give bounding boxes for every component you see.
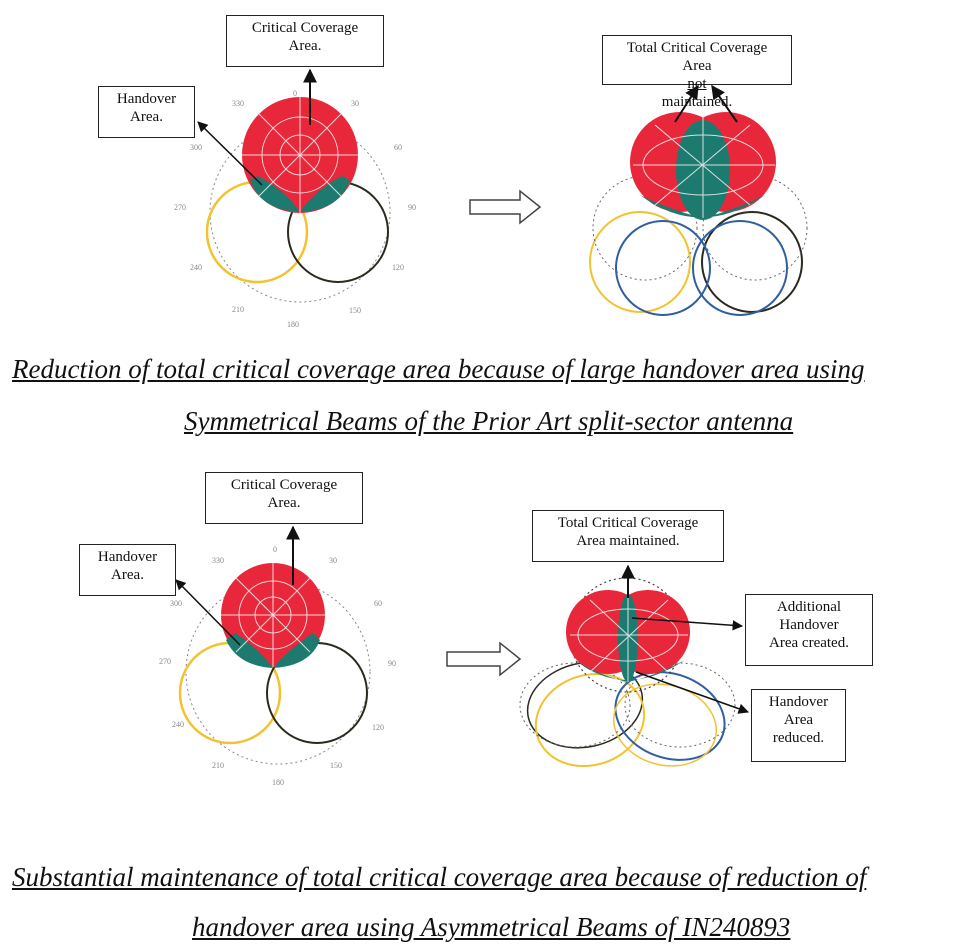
polar-dotted-ring: [185, 579, 371, 765]
handover-arrow: [175, 579, 241, 646]
label-post: maintained.: [661, 94, 733, 110]
label-line: Total Critical Coverage: [557, 515, 699, 531]
angle-label: 240: [172, 720, 184, 729]
label-line: Handover: [116, 91, 177, 107]
angle-label: 30: [329, 556, 337, 565]
yellow-beam: [589, 211, 691, 313]
handover-area-bottom: [575, 660, 685, 682]
angle-label: 240: [190, 263, 202, 272]
angle-label: 0: [293, 89, 297, 98]
angle-label: 270: [174, 203, 186, 212]
angle-label: 60: [394, 143, 402, 152]
label-line: Area.: [267, 495, 301, 511]
handover-area-label-bottom: Handover Area.: [79, 544, 176, 596]
label-line: Handover: [768, 694, 829, 710]
dotted-beam: [624, 662, 736, 748]
label-line: Handover: [779, 617, 839, 633]
top-left-polar-diagram: 0 30 60 90 120 150 180 210 240 270 300 3…: [174, 68, 416, 329]
angle-label: 210: [212, 761, 224, 770]
handover-area-right: [300, 176, 350, 212]
angle-label: 300: [170, 599, 182, 608]
total-arrow-left: [674, 84, 699, 123]
critical-coverage-label-bottom: Critical Coverage Area.: [205, 472, 363, 524]
label-line: Area.: [111, 567, 144, 583]
dotted-beam: [519, 662, 631, 748]
angle-label: 90: [408, 203, 416, 212]
angle-label: 120: [392, 263, 404, 272]
reduced-arrow: [635, 671, 749, 714]
label-emphasis: not: [687, 76, 707, 92]
angle-label: 330: [212, 556, 224, 565]
label-line: Area.: [288, 38, 322, 54]
yellow-beam: [534, 672, 646, 768]
label-line: Area.: [130, 109, 163, 125]
bottom-right-combined-diagram: [519, 564, 749, 768]
angle-label: 0: [273, 545, 277, 554]
handover-reduced-label: Handover Area reduced.: [751, 689, 846, 762]
total-arrow-right: [711, 84, 738, 123]
handover-area-bottom: [640, 195, 765, 218]
polar-grid: [221, 563, 325, 667]
label-line: Area: [783, 712, 814, 728]
caption-bottom-line1: Substantial maintenance of total critica…: [12, 862, 867, 892]
label-line: Total Critical Coverage: [626, 40, 768, 56]
blue-beam: [692, 220, 788, 316]
total-critical-not-maintained-label: Total Critical Coverage Area not maintai…: [602, 35, 792, 110]
top-right-combined-diagram: [589, 84, 808, 316]
label-line: Critical Coverage: [230, 477, 338, 493]
label-line-2: Area not maintained.: [607, 57, 787, 111]
label-line: reduced.: [772, 730, 825, 746]
caption-bottom-line2: handover area using Asymmetrical Beams o…: [192, 912, 791, 942]
label-line: Area created.: [769, 635, 849, 651]
angle-label: 300: [190, 143, 202, 152]
polar-angle-labels: 0 30 60 90 120 150 180 210 240 270 300 3…: [159, 545, 396, 787]
angle-label: 60: [374, 599, 382, 608]
additional-handover-label: Additional Handover Area created.: [745, 594, 873, 666]
angle-label: 150: [330, 761, 342, 770]
dotted-beam: [702, 175, 808, 281]
combined-grid: [570, 590, 688, 682]
black-beam: [526, 661, 644, 749]
angle-label: 180: [272, 778, 284, 787]
dotted-beam: [592, 175, 698, 281]
caption-top-line2: Symmetrical Beams of the Prior Art split…: [184, 406, 794, 436]
label-line: Area maintained.: [576, 533, 680, 549]
angle-label: 210: [232, 305, 244, 314]
label-line: Critical Coverage: [251, 20, 359, 36]
combined-grid: [633, 112, 775, 218]
angle-label: 180: [287, 320, 299, 329]
angle-label: 270: [159, 657, 171, 666]
polar-angle-labels: 0 30 60 90 120 150 180 210 240 270 300 3…: [174, 89, 416, 329]
angle-label: 150: [349, 306, 361, 315]
additional-arrow: [631, 617, 744, 631]
handover-arrow: [197, 121, 263, 186]
polar-dotted-ring: [209, 121, 391, 303]
transition-arrow-bottom: [446, 641, 522, 677]
label-line: Additional: [776, 599, 842, 615]
angle-label: 90: [388, 659, 396, 668]
angle-label: 120: [372, 723, 384, 732]
critical-coverage-label-top: Critical Coverage Area.: [226, 15, 384, 67]
polar-grid: [242, 97, 358, 213]
bottom-left-polar-diagram: 0 30 60 90 120 150 180 210 240 270 300 3…: [159, 525, 396, 787]
label-pre: Area: [682, 58, 712, 74]
handover-area-label-top: Handover Area.: [98, 86, 195, 138]
transition-arrow-top: [469, 189, 542, 225]
angle-label: 330: [232, 99, 244, 108]
blue-beam: [614, 671, 726, 761]
blue-beam: [615, 220, 711, 316]
handover-area-right: [273, 633, 320, 668]
angle-label: 30: [351, 99, 359, 108]
label-line: Handover: [97, 549, 158, 565]
total-critical-maintained-label: Total Critical Coverage Area maintained.: [532, 510, 724, 562]
black-beam: [701, 211, 803, 313]
caption-top-line1: Reduction of total critical coverage are…: [12, 354, 865, 384]
handover-area-left: [250, 176, 300, 212]
